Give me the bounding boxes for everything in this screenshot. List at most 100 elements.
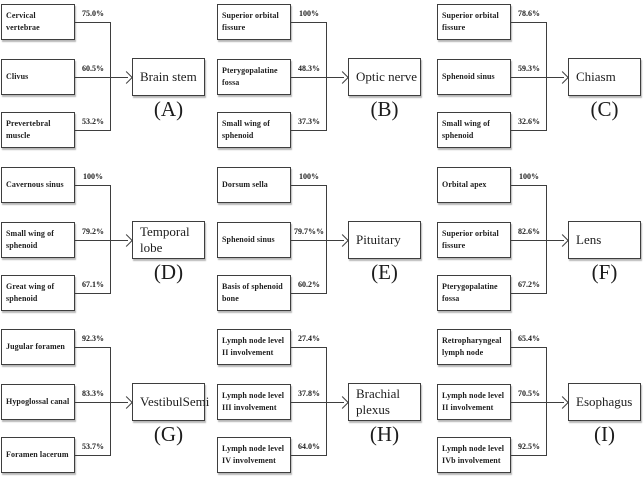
flow-group-F: Orbital apex Superior orbital fissure Pt… <box>437 167 644 319</box>
source-box: Dorsum sella <box>217 167 291 203</box>
target-label: Optic nerve <box>356 69 418 84</box>
target-label: Esophagus <box>576 394 633 409</box>
source-label: Lymph node level III involvement <box>222 390 285 412</box>
percentage-label: 82.6% <box>518 227 540 236</box>
connector-line <box>291 455 327 456</box>
percentage-label: 27.4% <box>298 334 320 343</box>
group-letter: (D) <box>153 260 184 284</box>
arrow-icon <box>120 234 133 247</box>
connector-line <box>511 402 564 403</box>
target-box: Pituitary <box>348 221 421 259</box>
flow-group-E: Dorsum sella Sphenoid sinus Basis of sph… <box>217 167 432 319</box>
target-box: Brachial plexus <box>348 383 421 421</box>
source-label: Superior orbital fissure <box>442 10 499 32</box>
group-letter: (G) <box>153 422 184 446</box>
group-letter: (C) <box>590 97 619 121</box>
connector-line <box>291 240 344 241</box>
percentage-label: 100% <box>299 172 319 181</box>
source-box: Cavernous sinus <box>1 167 75 203</box>
arrow-icon <box>336 234 349 247</box>
connector-vline <box>326 185 327 294</box>
percentage-label: 79.7%% <box>294 227 324 236</box>
source-label: Clivus <box>6 71 29 81</box>
connector-line <box>511 347 547 348</box>
source-label: Small wing of sphenoid <box>6 228 54 250</box>
group-letter: (A) <box>153 97 184 121</box>
source-box: Lymph node level III involvement <box>217 384 291 420</box>
percentage-label: 78.6% <box>518 9 540 18</box>
target-label: Lens <box>576 232 602 247</box>
source-label: Small wing of sphenoid <box>442 118 490 140</box>
connector-line <box>291 402 344 403</box>
source-label: Dorsum sella <box>222 179 268 189</box>
percentage-label: 70.5% <box>518 389 540 398</box>
target-box: VestibulSemi <box>132 383 209 421</box>
source-box: Hypoglossal canal <box>1 384 75 420</box>
percentage-label: 65.4% <box>518 334 540 343</box>
connector-line <box>291 22 327 23</box>
percentage-label: 37.8% <box>298 389 320 398</box>
connector-line <box>75 240 128 241</box>
source-label: Sphenoid sinus <box>222 234 275 244</box>
connector-line <box>75 130 111 131</box>
source-label: Foramen lacerum <box>6 449 69 459</box>
source-label: Lymph node level II involvement <box>442 390 505 412</box>
source-label: Orbital apex <box>442 179 487 189</box>
source-box: Basis of sphenoid bone <box>217 275 291 311</box>
source-box: Sphenoid sinus <box>437 59 511 95</box>
source-label: Pterygopalatine fossa <box>222 65 278 87</box>
source-box: Foramen lacerum <box>1 437 75 473</box>
target-label: Brachial plexus <box>356 386 401 417</box>
target-label: Brain stem <box>140 69 197 84</box>
target-label: VestibulSemi <box>140 394 210 409</box>
target-box: Optic nerve <box>348 58 421 96</box>
source-box: Pterygopalatine fossa <box>217 59 291 95</box>
source-label: Lymph node level IVb involvement <box>442 443 505 465</box>
flow-group-H: Lymph node level II involvement Lymph no… <box>217 329 432 480</box>
connector-vline <box>546 185 547 294</box>
source-box: Orbital apex <box>437 167 511 203</box>
connector-line <box>291 185 327 186</box>
connector-line <box>291 347 327 348</box>
source-box: Great wing of sphenoid <box>1 275 75 311</box>
percentage-label: 64.0% <box>298 442 320 451</box>
percentage-label: 67.1% <box>82 280 104 289</box>
connector-line <box>75 77 128 78</box>
connector-line <box>511 455 547 456</box>
percentage-label: 60.2% <box>298 280 320 289</box>
percentage-label: 53.2% <box>82 117 104 126</box>
target-label: Chiasm <box>576 69 616 84</box>
connector-vline <box>546 347 547 456</box>
source-label: Sphenoid sinus <box>442 71 495 81</box>
arrow-icon <box>556 234 569 247</box>
flow-group-A: Cervical vertebrae Clivus Prevertebral m… <box>1 4 216 156</box>
arrow-icon <box>556 71 569 84</box>
percentage-label: 67.2% <box>518 280 540 289</box>
connector-line <box>75 347 111 348</box>
flow-group-G: Jugular foramen Hypoglossal canal Forame… <box>1 329 216 480</box>
flow-group-C: Superior orbital fissure Sphenoid sinus … <box>437 4 644 156</box>
connector-line <box>75 293 111 294</box>
source-label: Superior orbital fissure <box>222 10 279 32</box>
source-box: Sphenoid sinus <box>217 222 291 258</box>
source-box: Small wing of sphenoid <box>217 112 291 148</box>
connector-line <box>511 240 564 241</box>
source-label: Cervical vertebrae <box>6 10 40 32</box>
source-box: Jugular foramen <box>1 329 75 365</box>
target-box: Chiasm <box>568 58 641 96</box>
source-label: Small wing of sphenoid <box>222 118 270 140</box>
source-label: Cavernous sinus <box>6 179 64 189</box>
percentage-label: 92.5% <box>518 442 540 451</box>
percentage-label: 92.3% <box>82 334 104 343</box>
source-box: Lymph node level IV involvement <box>217 437 291 473</box>
group-letter: (I) <box>594 422 615 446</box>
percentage-label: 48.3% <box>298 64 320 73</box>
group-letter: (E) <box>371 260 398 284</box>
source-label: Hypoglossal canal <box>6 396 70 406</box>
group-letter: (F) <box>591 260 618 284</box>
target-label: Pituitary <box>356 232 401 247</box>
connector-line <box>291 293 327 294</box>
percentage-label: 79.2% <box>82 227 104 236</box>
target-box: Brain stem <box>132 58 205 96</box>
arrow-icon <box>336 396 349 409</box>
